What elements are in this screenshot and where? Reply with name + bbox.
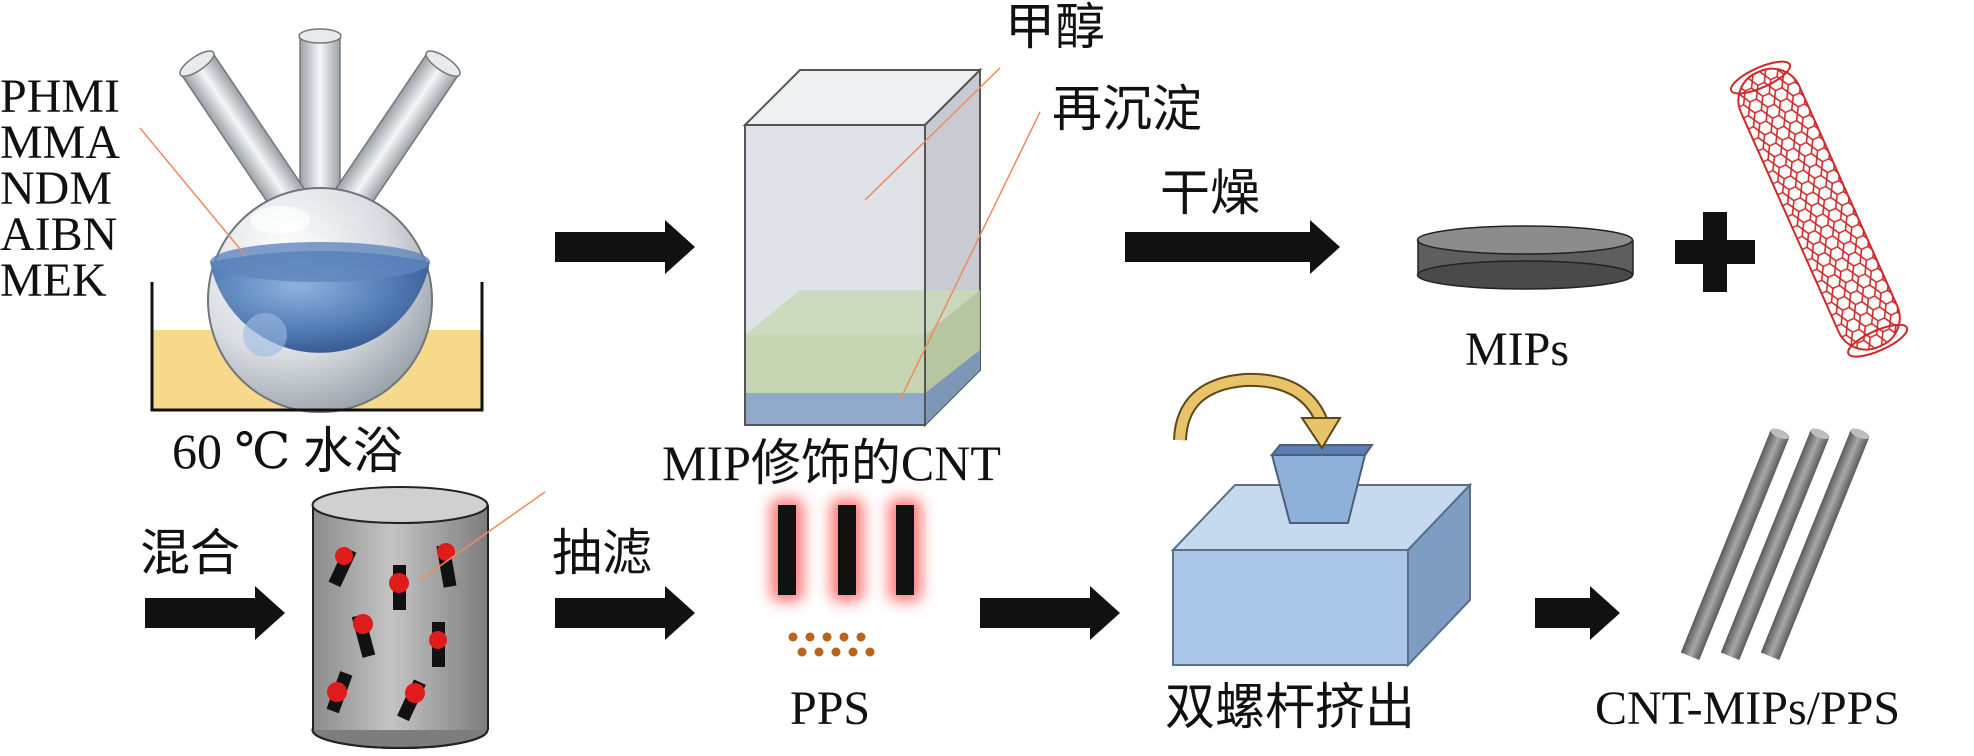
filtration-label: 抽滤	[552, 525, 652, 581]
reagent-leader-line	[139, 127, 246, 256]
reagent-mek: MEK	[0, 254, 107, 307]
mip-cnt-label: MIP修饰的CNT	[662, 435, 1001, 491]
reagent-list: PHMI MMA NDM AIBN MEK	[0, 70, 120, 307]
arrow-4-icon	[555, 586, 695, 640]
carbon-nanotube-icon	[1729, 60, 1909, 358]
arrow-3-icon	[145, 586, 285, 640]
reagent-aibn: AIBN	[0, 208, 117, 261]
reagent-phmi: PHMI	[0, 70, 120, 123]
mixing-cylinder-icon	[311, 486, 489, 749]
arrow-6-icon	[1535, 586, 1620, 640]
reagent-ndm: NDM	[0, 162, 112, 215]
three-neck-flask-icon	[150, 28, 484, 413]
arrow-2-icon	[1125, 220, 1340, 274]
mip-cnt-rods-icon	[770, 498, 922, 602]
arrow-5-icon	[980, 586, 1120, 640]
mix-label: 混合	[140, 525, 240, 581]
extrusion-label: 双螺杆挤出	[1165, 679, 1415, 735]
water-bath-label: 60 ℃ 水浴	[172, 423, 403, 479]
reprecipitate-label: 再沉淀	[1052, 81, 1202, 137]
pps-label: PPS	[790, 682, 870, 735]
dry-label: 干燥	[1160, 165, 1260, 221]
methanol-leader-line	[864, 67, 1001, 201]
reagent-mma: MMA	[0, 116, 120, 169]
arrow-1-icon	[555, 220, 695, 274]
twin-screw-extruder-icon	[1170, 372, 1473, 668]
reprecipitation-box-icon	[742, 67, 983, 428]
mip-particles	[326, 543, 457, 722]
pps-pellets-icon	[788, 632, 875, 657]
particle-leader-line	[419, 491, 546, 581]
methanol-label: 甲醇	[1005, 0, 1105, 55]
reprecipitate-leader-line	[899, 111, 1041, 401]
mips-label: MIPs	[1465, 323, 1569, 376]
composite-rods-icon	[1680, 428, 1870, 661]
product-label: CNT-MIPs/PPS	[1595, 682, 1900, 735]
mips-disk-icon	[1416, 225, 1634, 290]
plus-icon	[1675, 212, 1755, 292]
